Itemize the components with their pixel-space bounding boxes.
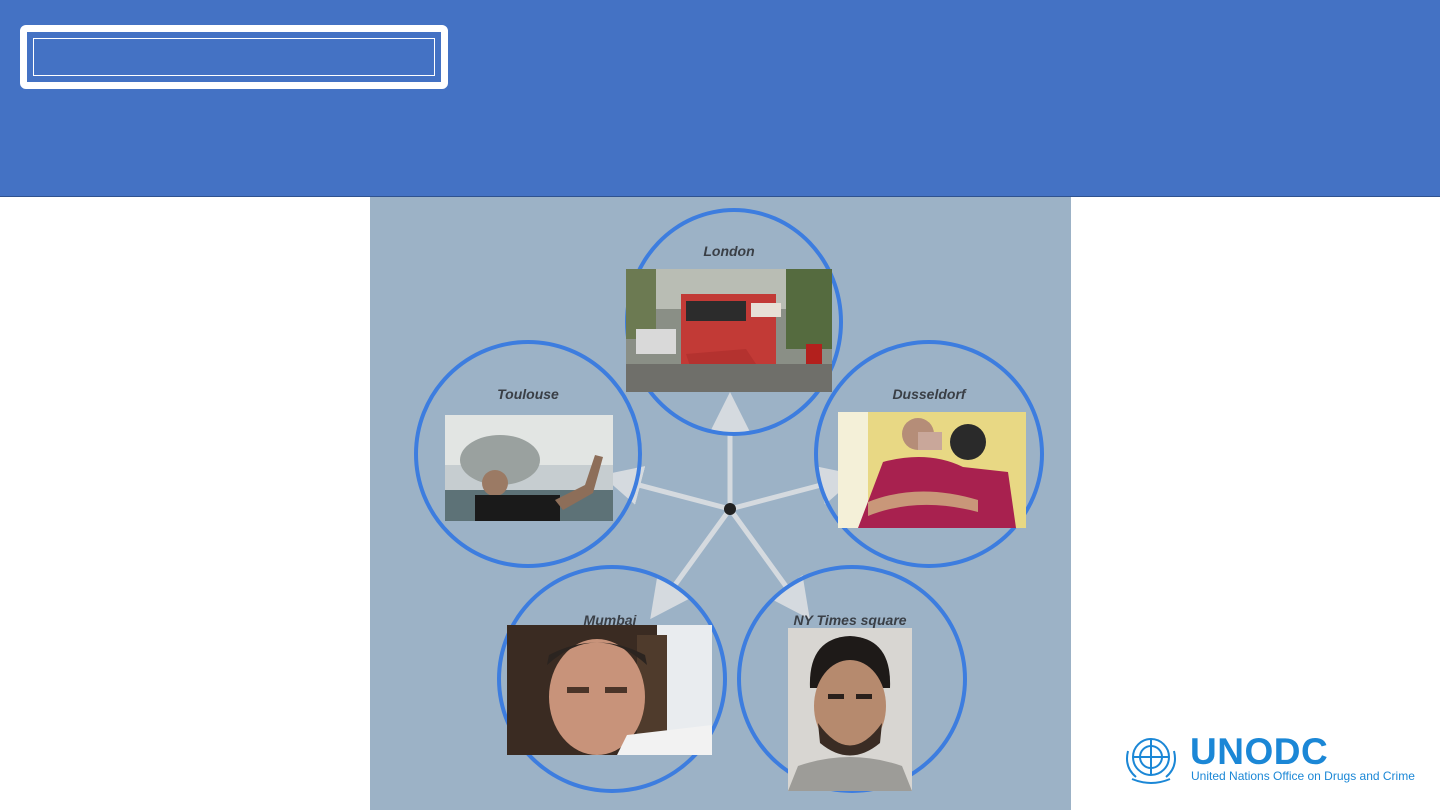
circle-ny (737, 565, 967, 793)
bus-photo-image (626, 269, 832, 392)
label-toulouse: Toulouse (497, 386, 559, 402)
logo-name: UNODC (1190, 731, 1329, 772)
mumbai-photo-image (507, 625, 712, 755)
logo-subtitle: United Nations Office on Drugs and Crime (1191, 769, 1415, 783)
circle-dusseldorf (814, 340, 1044, 568)
page-title (33, 38, 435, 76)
photo-london-bus (626, 269, 832, 392)
slide-header (0, 0, 1440, 197)
photo-toulouse (445, 415, 613, 521)
label-london: London (703, 243, 755, 259)
label-mumbai: Mumbai (583, 612, 637, 628)
photo-dusseldorf (838, 412, 1026, 528)
circle-mumbai (497, 565, 727, 793)
photo-ny (788, 628, 912, 791)
label-ny: NY Times square (793, 612, 907, 628)
circle-toulouse (414, 340, 642, 568)
toulouse-photo-image (445, 415, 613, 521)
dusseldorf-photo-image (838, 412, 1026, 528)
attack-locations-diagram: London Toulouse Dusseldo (370, 197, 1071, 810)
ny-photo-image (788, 628, 912, 791)
slide-title-box (20, 25, 448, 89)
unodc-logo: UNODC United Nations Office on Drugs and… (1120, 731, 1430, 787)
hub-dot (724, 503, 736, 515)
label-dusseldorf: Dusseldorf (892, 386, 966, 402)
photo-mumbai (507, 625, 712, 755)
un-emblem-icon (1126, 738, 1176, 784)
